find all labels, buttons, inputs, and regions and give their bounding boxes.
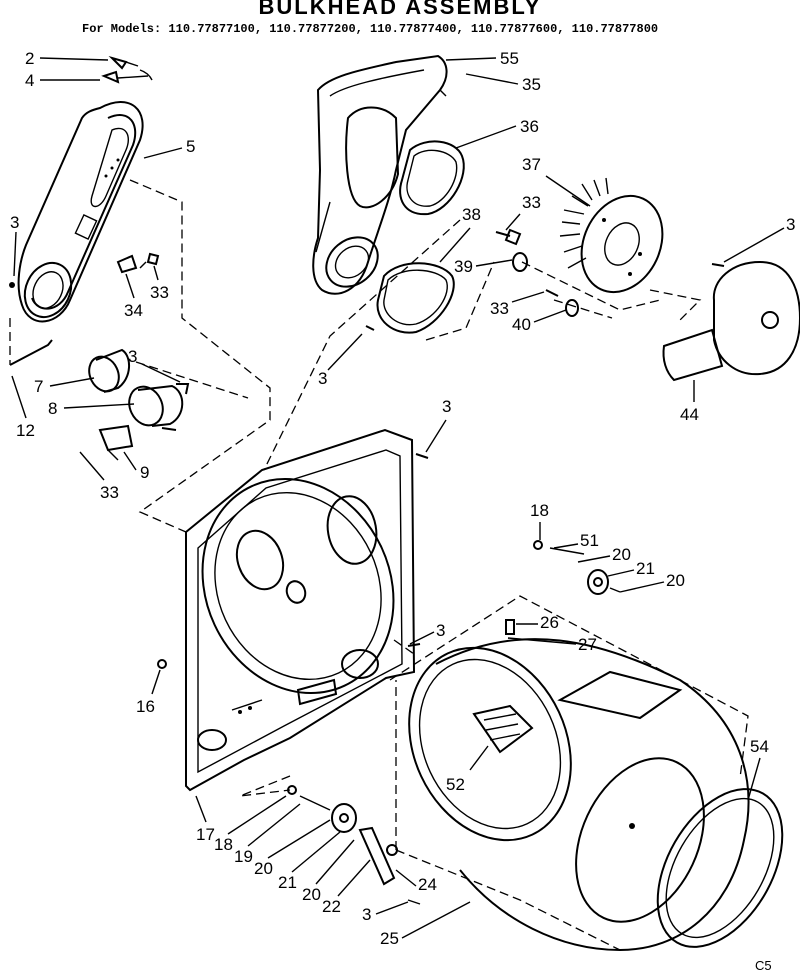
callout-20-lower-b: 20 — [302, 885, 321, 904]
diagram-title: BULKHEAD ASSEMBLY — [258, 0, 542, 19]
callout-3-mid: 3 — [128, 347, 137, 366]
callout-38: 38 — [462, 205, 481, 224]
callout-5: 5 — [186, 137, 195, 156]
callout-35: 35 — [522, 75, 541, 94]
callout-52: 52 — [446, 775, 465, 794]
drum-seal-part-54 — [656, 788, 784, 948]
diagram-code: C5 — [755, 958, 772, 973]
callout-20-lower-a: 20 — [254, 859, 273, 878]
callout-20-upper-a: 20 — [612, 545, 631, 564]
bracket-part-12 — [9, 339, 53, 366]
callout-33-mid: 33 — [522, 193, 541, 212]
gasket-part-36 — [399, 140, 465, 216]
gasket-part-38 — [376, 262, 455, 334]
callout-26: 26 — [540, 613, 559, 632]
roller-assembly-upper — [533, 540, 621, 595]
callout-18-lower: 18 — [214, 835, 233, 854]
fastener-parts-33-39-40 — [495, 228, 725, 317]
callout-3-duct: 3 — [318, 369, 327, 388]
callout-8: 8 — [48, 399, 57, 418]
sensor-parts-7-8-9 — [88, 348, 190, 461]
callout-3-bulkhead-right: 3 — [436, 621, 445, 640]
callout-3-bottom: 3 — [362, 905, 371, 924]
callout-24: 24 — [418, 875, 437, 894]
callout-54: 54 — [750, 737, 769, 756]
drum-part-25 — [389, 595, 750, 952]
callout-36: 36 — [520, 117, 539, 136]
blower-duct-part — [312, 54, 448, 295]
belt-cover-part — [9, 101, 144, 323]
callout-40: 40 — [512, 315, 531, 334]
callout-33-lower: 33 — [100, 483, 119, 502]
callout-27: 27 — [578, 635, 597, 654]
callout-labels: 2 4 5 3 33 34 12 7 3 8 9 33 55 — [10, 49, 795, 948]
callout-18-upper: 18 — [530, 501, 549, 520]
callout-9: 9 — [140, 463, 149, 482]
callout-19: 19 — [234, 847, 253, 866]
callout-4: 4 — [25, 71, 34, 90]
callout-3-right: 3 — [786, 215, 795, 234]
callout-37: 37 — [522, 155, 541, 174]
model-list: For Models: 110.77877100, 110.77877200, … — [82, 22, 659, 36]
callout-21-lower: 21 — [278, 873, 297, 892]
blower-housing-part-44 — [649, 260, 800, 382]
callout-3-left: 3 — [10, 213, 19, 232]
callout-51: 51 — [580, 531, 599, 550]
callout-25: 25 — [380, 929, 399, 948]
callout-16: 16 — [136, 697, 155, 716]
callout-2: 2 — [25, 49, 34, 68]
callout-22: 22 — [322, 897, 341, 916]
callout-33-right: 33 — [490, 299, 509, 318]
roller-assembly-lower — [287, 785, 421, 905]
bulkhead-panel-part-17 — [185, 428, 416, 792]
screw-parts-2-4 — [101, 55, 153, 84]
callout-39: 39 — [454, 257, 473, 276]
callout-44: 44 — [680, 405, 699, 424]
fastener-parts-33-34 — [116, 252, 160, 274]
misc-screws — [157, 325, 515, 669]
callout-21-upper: 21 — [636, 559, 655, 578]
callout-3-bulkhead-top: 3 — [442, 397, 451, 416]
callout-55: 55 — [500, 49, 519, 68]
callout-20-upper-b: 20 — [666, 571, 685, 590]
callout-12: 12 — [16, 421, 35, 440]
callout-17: 17 — [196, 825, 215, 844]
assembly-leaders — [129, 179, 661, 797]
callout-7: 7 — [34, 377, 43, 396]
callout-33-upper: 33 — [150, 283, 169, 302]
callout-34: 34 — [124, 301, 143, 320]
blower-wheel-part-37 — [559, 177, 664, 294]
